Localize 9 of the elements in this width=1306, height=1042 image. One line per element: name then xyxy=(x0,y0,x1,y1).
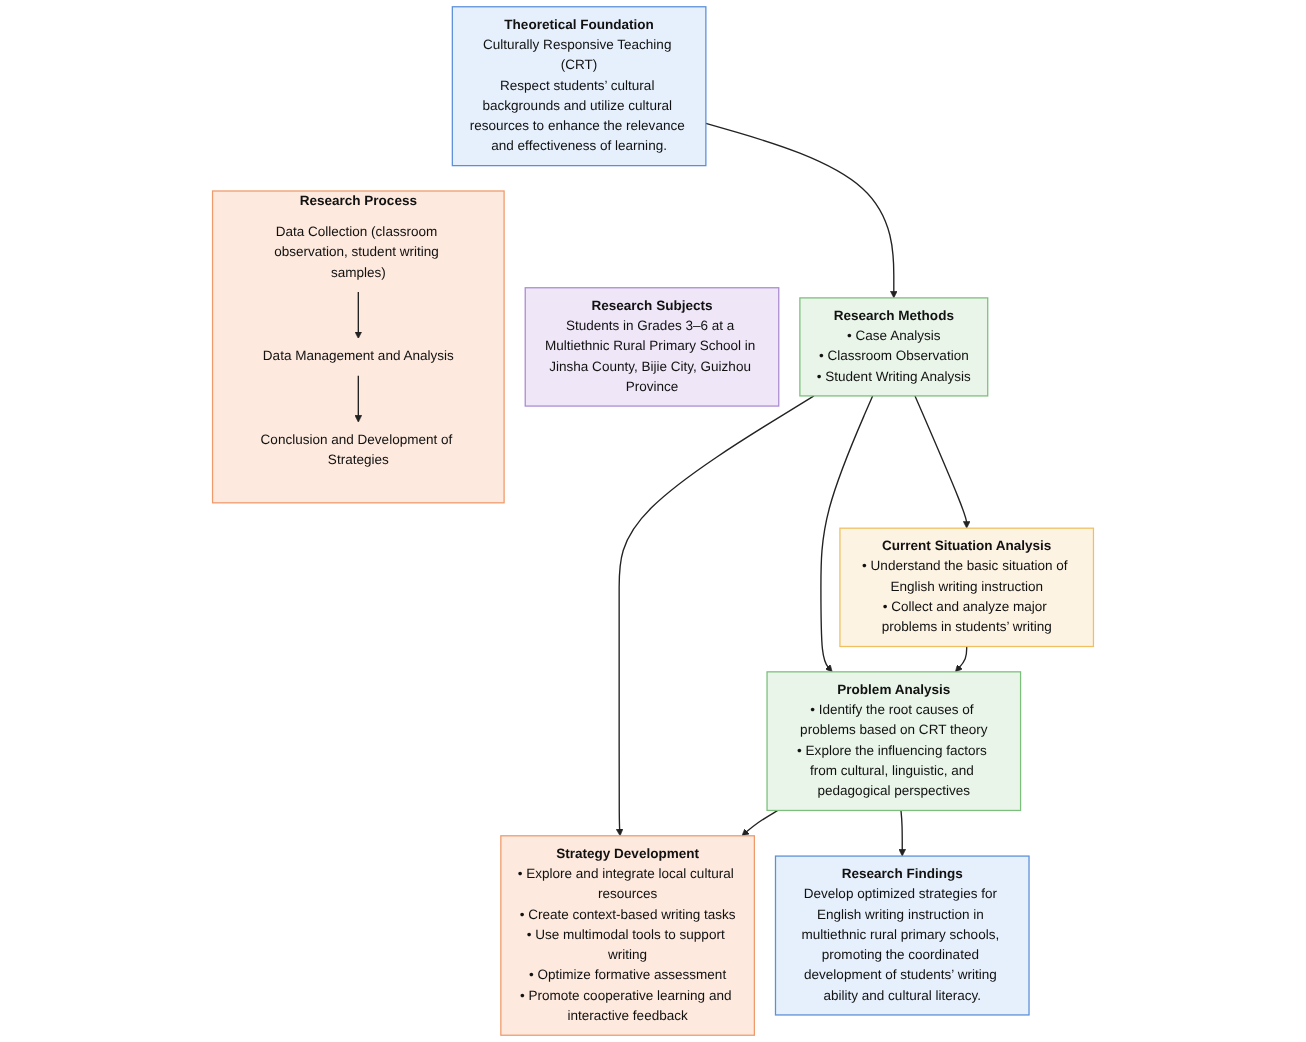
arrow xyxy=(615,395,815,837)
arrow xyxy=(354,291,363,339)
arrow xyxy=(354,374,363,423)
arrow xyxy=(898,809,906,857)
arrow xyxy=(914,395,971,529)
arrow xyxy=(705,122,898,299)
arrow xyxy=(955,645,968,673)
arrow xyxy=(820,395,874,673)
arrow xyxy=(741,809,779,837)
